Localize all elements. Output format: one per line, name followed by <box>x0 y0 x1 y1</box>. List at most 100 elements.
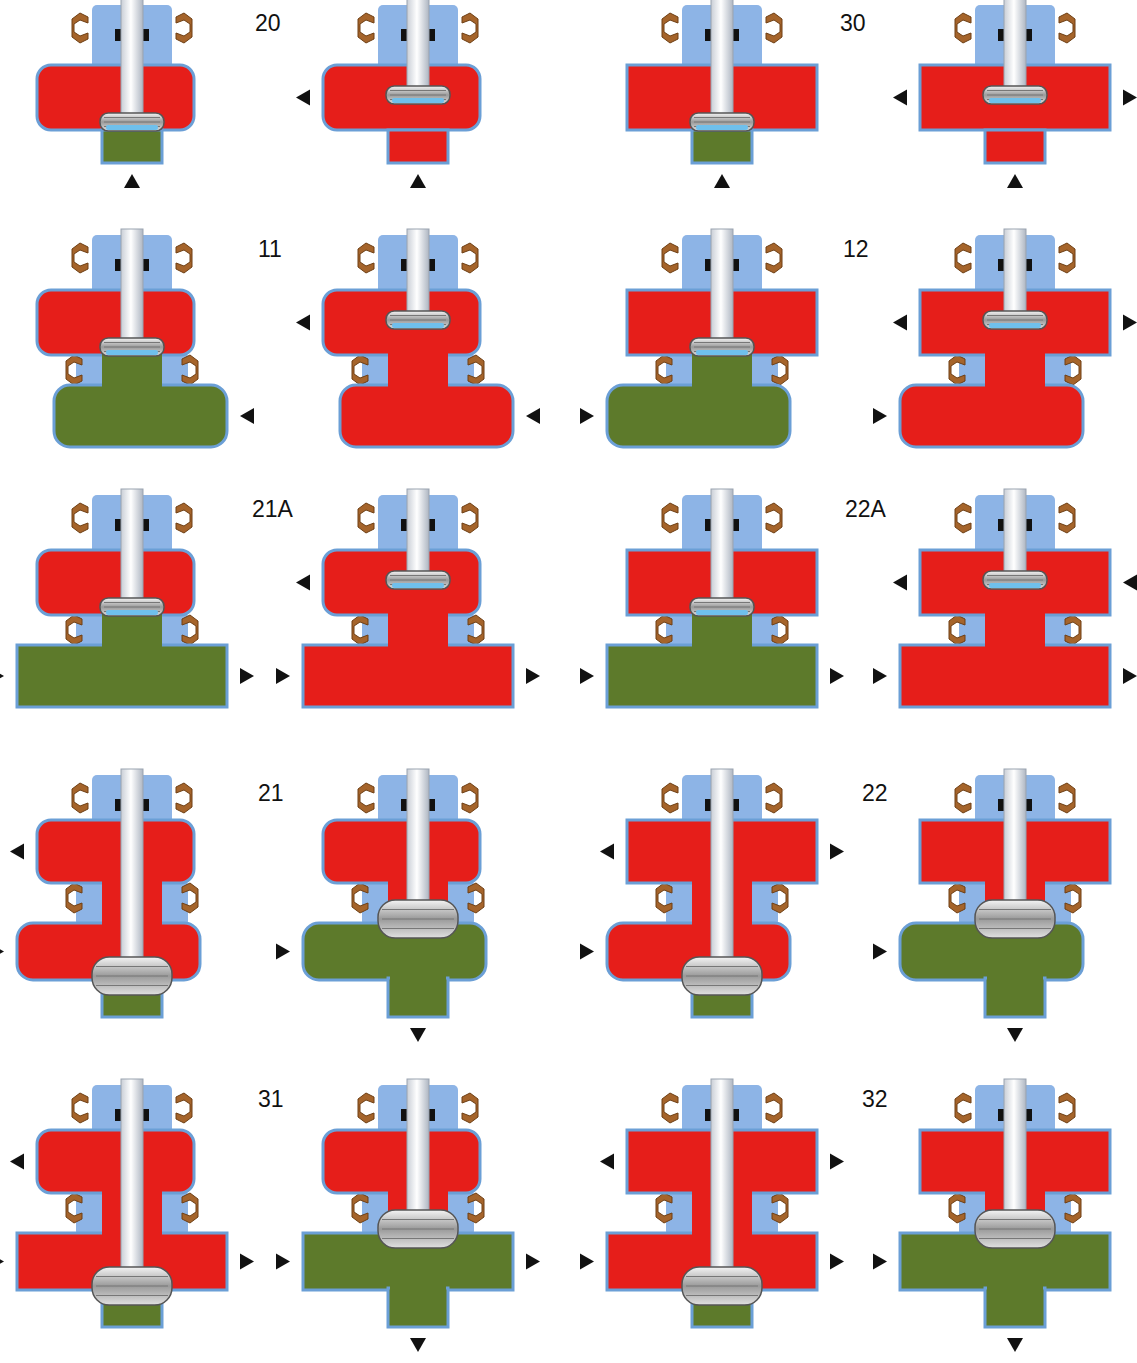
seal <box>772 615 788 645</box>
seal <box>182 1193 198 1223</box>
valve-disc <box>378 1210 458 1248</box>
flow-arrow <box>830 668 844 684</box>
disc-groove <box>390 575 446 576</box>
seal <box>766 1093 782 1123</box>
seat-seal <box>989 323 1041 328</box>
flow-arrow <box>893 575 907 591</box>
flow-arrow <box>10 844 24 860</box>
seal <box>358 503 374 533</box>
seal <box>66 615 82 645</box>
callout-number: 20 <box>255 12 281 35</box>
seat-seal <box>696 610 748 615</box>
o-ring <box>401 259 407 271</box>
seal <box>1059 503 1075 533</box>
o-ring <box>1026 29 1032 41</box>
chamber <box>102 353 162 389</box>
valve-disc <box>92 957 172 995</box>
disc-groove <box>382 909 454 910</box>
seal <box>772 1193 788 1223</box>
o-ring <box>705 1109 711 1121</box>
seal <box>1065 1193 1081 1223</box>
flow-arrow <box>410 1028 426 1042</box>
seal <box>1065 615 1081 645</box>
disc-groove <box>979 919 1051 920</box>
flow-arrow <box>276 1254 290 1270</box>
flow-arrow <box>1007 1338 1023 1352</box>
valve-disc <box>386 571 450 589</box>
flow-arrow <box>580 1254 594 1270</box>
o-ring <box>401 519 407 531</box>
disc-groove <box>390 95 446 96</box>
seal <box>766 503 782 533</box>
chamber <box>323 290 480 355</box>
callout-number: 12 <box>843 238 869 261</box>
flow-arrow <box>873 408 887 424</box>
flow-arrow <box>873 944 887 960</box>
chamber <box>17 645 227 707</box>
flow-arrow <box>580 944 594 960</box>
chamber <box>390 976 446 984</box>
flow-arrow <box>580 668 594 684</box>
seal <box>1059 243 1075 273</box>
valve-disc <box>690 113 754 131</box>
o-ring <box>115 259 121 271</box>
seat-seal <box>696 125 748 130</box>
seal <box>656 615 672 645</box>
seal <box>766 13 782 43</box>
seal <box>1065 883 1081 913</box>
callout-number: 32 <box>862 1088 888 1111</box>
chamber <box>692 613 752 649</box>
seal <box>72 243 88 273</box>
chamber <box>692 353 752 389</box>
flow-arrow <box>10 1154 24 1170</box>
valve-disc <box>690 338 754 356</box>
o-ring <box>1026 799 1032 811</box>
chamber <box>987 1286 1043 1294</box>
seal <box>176 13 192 43</box>
seal <box>72 503 88 533</box>
disc-groove <box>104 342 160 343</box>
chamber <box>54 385 227 447</box>
flow-arrow <box>1123 668 1137 684</box>
seal <box>656 1193 672 1223</box>
valve-disc <box>386 86 450 104</box>
disc-groove <box>390 320 446 321</box>
valve-stem <box>407 229 429 320</box>
seal <box>182 355 198 385</box>
chamber <box>362 351 474 389</box>
chamber <box>388 613 448 649</box>
o-ring <box>429 29 435 41</box>
disc-groove <box>686 1295 758 1296</box>
disc-groove <box>96 985 168 986</box>
o-ring <box>998 799 1004 811</box>
seal <box>182 883 198 913</box>
disc-groove <box>686 966 758 967</box>
seal <box>949 1193 965 1223</box>
seal <box>772 883 788 913</box>
o-ring <box>401 1109 407 1121</box>
flow-arrow <box>873 1254 887 1270</box>
seat-seal <box>392 583 444 588</box>
seal <box>358 13 374 43</box>
disc-groove <box>686 985 758 986</box>
chamber <box>323 1130 480 1193</box>
disc-groove <box>104 607 160 608</box>
chamber <box>985 613 1045 649</box>
flow-arrow <box>830 1254 844 1270</box>
valve-disc <box>682 1267 762 1305</box>
chamber <box>102 613 162 649</box>
disc-groove <box>694 602 750 603</box>
chamber <box>323 820 480 883</box>
callout-number: 21A <box>252 498 293 521</box>
chamber <box>323 550 480 615</box>
disc-groove <box>382 1238 454 1239</box>
seal <box>662 503 678 533</box>
seal <box>462 783 478 813</box>
seal <box>352 615 368 645</box>
disc-groove <box>390 90 446 91</box>
seal <box>662 243 678 273</box>
o-ring <box>705 799 711 811</box>
chamber <box>985 353 1045 389</box>
o-ring <box>115 799 121 811</box>
